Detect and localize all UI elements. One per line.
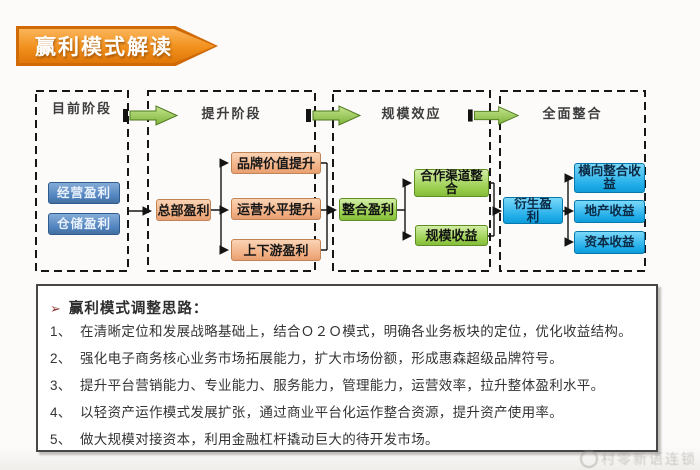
note-number: 5、 [50, 432, 72, 447]
note-item-5: 5、 做大规模对接资本，利用金融杠杆撬动巨大的待开发市场。 [50, 426, 644, 453]
stage-label-current: 目前阶段 [51, 101, 112, 116]
note-number: 4、 [50, 405, 72, 420]
stage-label-scale: 规模效应 [381, 106, 442, 121]
note-text: 做大规模对接资本，利用金融杠杆撬动巨大的待开发市场。 [80, 432, 439, 447]
node-upstream-downstream: 上下游盈利 [231, 239, 321, 261]
stage-arrow-icon [306, 105, 362, 126]
node-coop-channel: 合作渠道整合 [414, 169, 489, 197]
watermark-logo-icon [580, 450, 598, 468]
connector-lines [127, 158, 575, 255]
node-warehouse-profit: 仓储盈利 [48, 213, 120, 235]
node-capital-income: 资本收益 [574, 231, 645, 254]
stage-panel-borders [35, 90, 646, 272]
page-title: 赢利模式解读 [35, 36, 173, 59]
note-item-4: 4、 以轻资产运作模式发展扩张，通过商业平台化运作整合资源，提升资产使用率。 [50, 399, 644, 426]
node-operations-level: 运营水平提升 [231, 198, 321, 220]
arrow-bullet-icon: ➢ [50, 301, 62, 316]
node-horizontal-income: 横向整合收益 [574, 163, 645, 193]
node-scale-income: 规模收益 [415, 225, 488, 246]
watermark: 村零新语连锁 [580, 449, 697, 469]
note-text: 以轻资产运作模式发展扩张，通过商业平台化运作整合资源，提升资产使用率。 [80, 405, 563, 420]
stage-arrow-icon [468, 105, 520, 126]
note-number: 1、 [50, 324, 72, 339]
note-text: 在清晰定位和发展战略基础上，结合Ｏ２Ｏ模式，明确各业务板块的定位，优化收益结构。 [80, 324, 632, 339]
note-number: 3、 [50, 378, 72, 393]
notes-heading-text: 赢利模式调整思路： [68, 301, 209, 317]
node-hq-profit: 总部盈利 [156, 199, 211, 221]
watermark-text: 村零新语连锁 [601, 451, 697, 467]
note-text: 提升平台营销能力、专业能力、服务能力，管理能力，运营效率，拉升整体盈利水平。 [80, 378, 605, 393]
node-derivative-profit: 衍生盈利 [503, 197, 563, 224]
stage-arrow-icon [123, 105, 179, 126]
notes-panel: ➢ 赢利模式调整思路： 1、 在清晰定位和发展战略基础上，结合Ｏ２Ｏ模式，明确各业… [36, 284, 658, 452]
note-item-3: 3、 提升平台营销能力、专业能力、服务能力，管理能力，运营效率，拉升整体盈利水平… [50, 372, 644, 399]
node-operating-profit: 经营盈利 [48, 182, 120, 204]
node-brand-value: 品牌价值提升 [231, 152, 321, 174]
stage-label-integrate: 全面整合 [542, 106, 603, 121]
stage-label-improve: 提升阶段 [201, 106, 262, 121]
title-banner-shape: 赢利模式解读 [19, 29, 215, 63]
notes-heading: ➢ 赢利模式调整思路： [50, 297, 644, 318]
title-banner: 赢利模式解读 [16, 26, 218, 66]
note-item-1: 1、 在清晰定位和发展战略基础上，结合Ｏ２Ｏ模式，明确各业务板块的定位，优化收益… [50, 318, 644, 345]
node-realestate-income: 地产收益 [574, 200, 645, 223]
note-item-2: 2、 强化电子商务核心业务市场拓展能力，扩大市场份额，形成惠森超级品牌符号。 [50, 345, 644, 372]
note-text: 强化电子商务核心业务市场拓展能力，扩大市场份额，形成惠森超级品牌符号。 [80, 351, 563, 366]
node-integrated-profit: 整合盈利 [339, 198, 397, 221]
note-number: 2、 [50, 351, 72, 366]
